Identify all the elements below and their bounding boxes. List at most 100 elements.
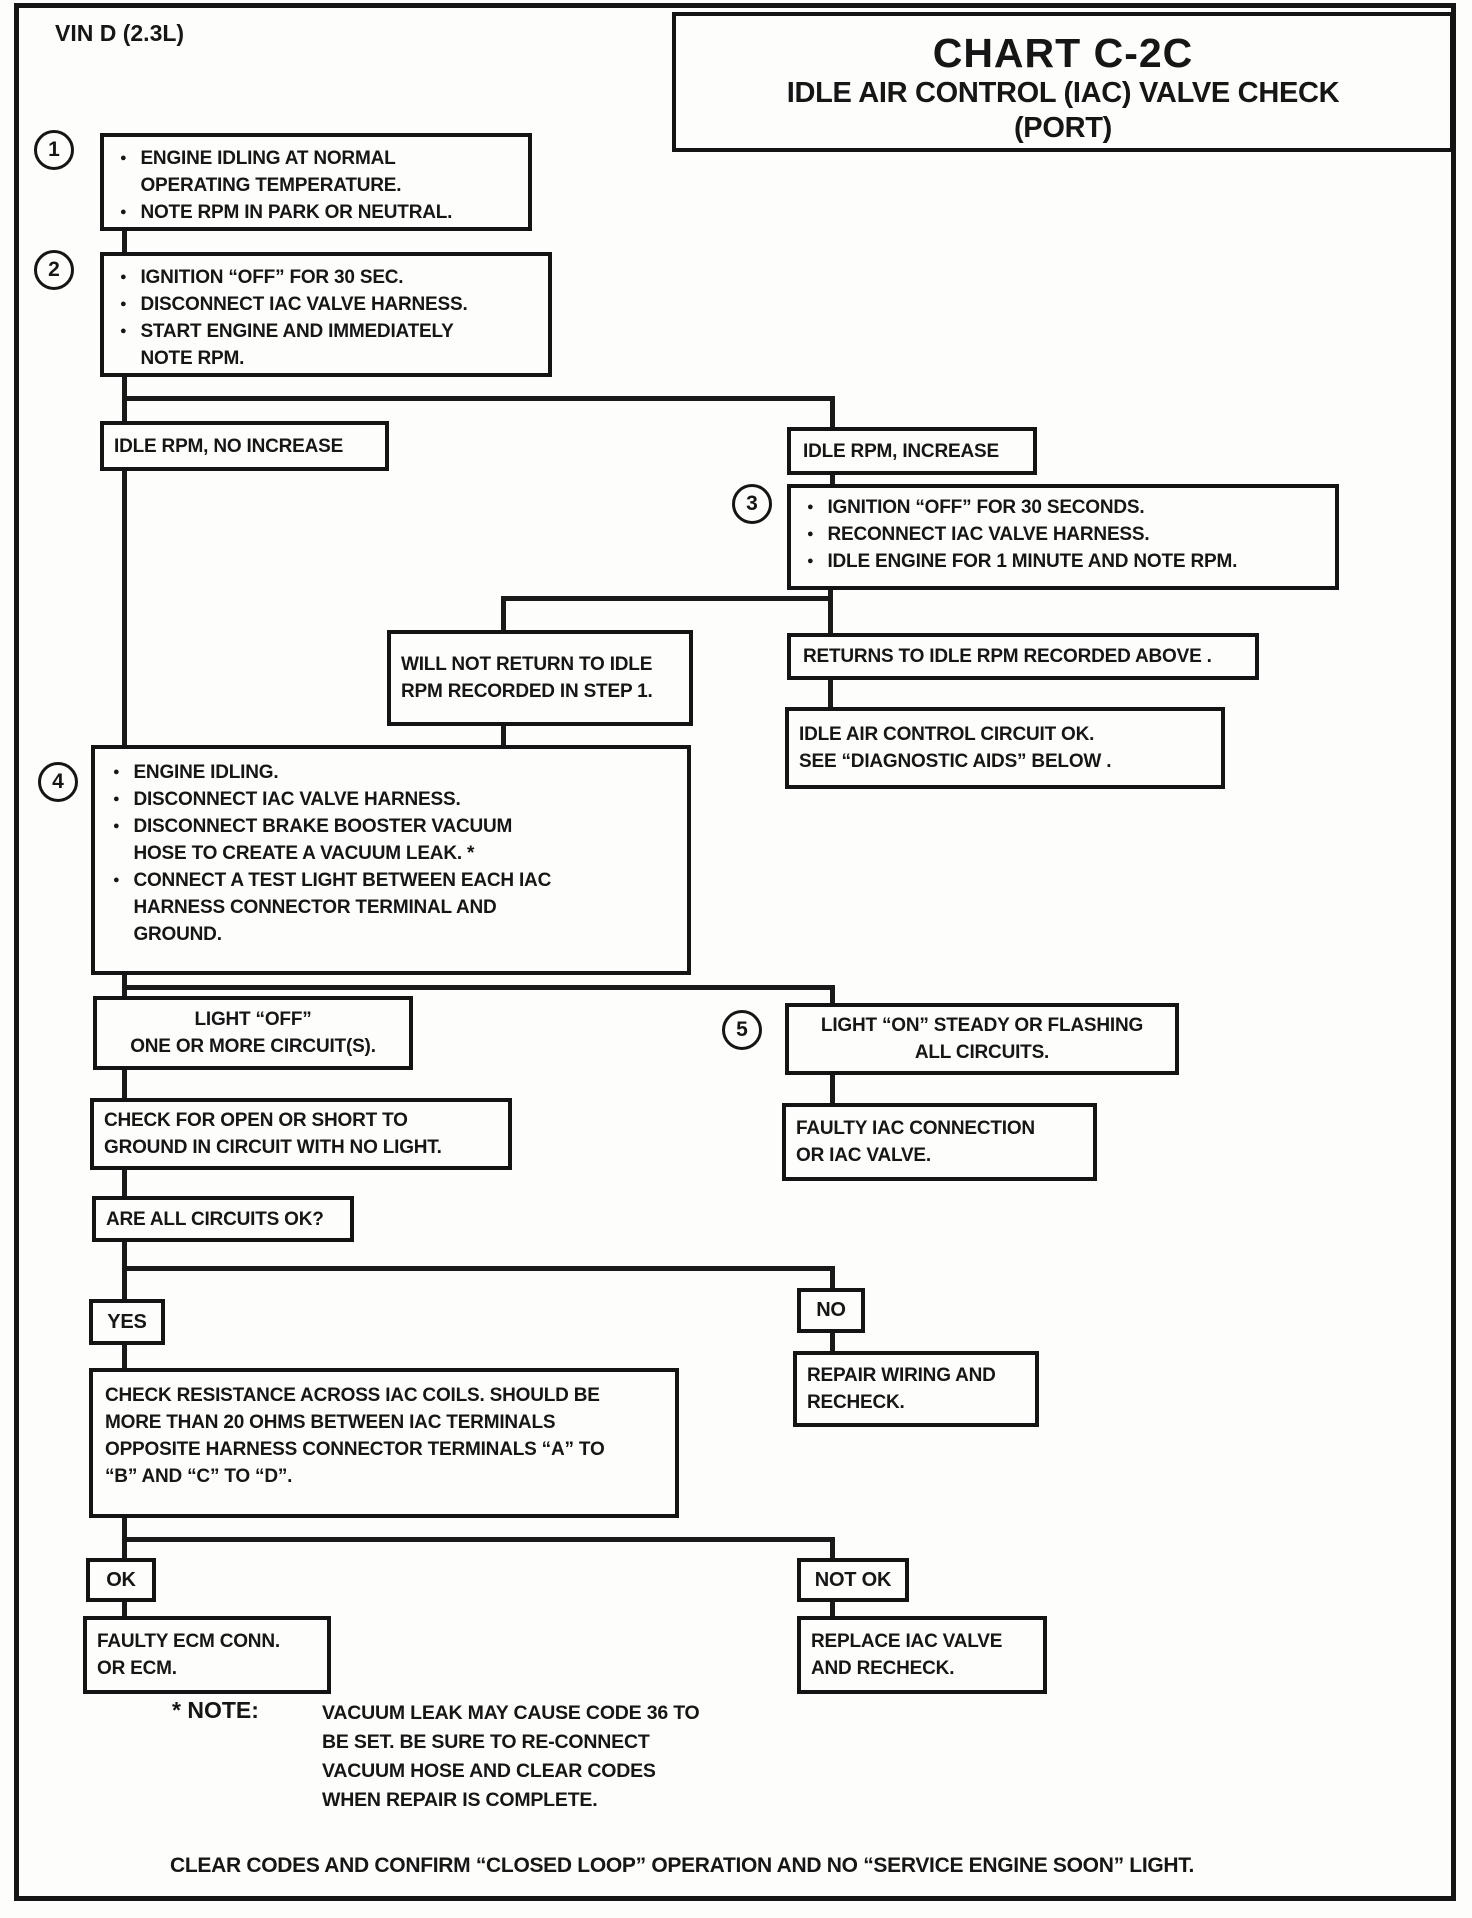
connector	[830, 1600, 835, 1618]
connector	[828, 588, 833, 635]
box-will-not-return: WILL NOT RETURN TO IDLE RPM RECORDED IN …	[387, 630, 693, 726]
connector	[122, 1537, 835, 1542]
step2-bullet-text: IGNITION “OFF” FOR 30 SEC.	[140, 267, 404, 288]
step-circle-3: 3	[732, 484, 772, 524]
bullet-item: ● ENGINE IDLING.	[107, 759, 675, 786]
box-check-open-short: CHECK FOR OPEN OR SHORT TO GROUND IN CIR…	[90, 1098, 512, 1170]
connector	[830, 1537, 835, 1560]
step-circle-4: 4	[38, 762, 78, 802]
node-line: FAULTY ECM CONN.	[97, 1631, 280, 1652]
bullet-item: ● NOTE RPM IN PARK OR NEUTRAL.	[114, 199, 518, 226]
box-step4: ● ENGINE IDLING. ● DISCONNECT IAC VALVE …	[91, 745, 691, 975]
connector	[830, 985, 835, 1005]
connector	[122, 1537, 127, 1560]
chart-title-box: CHART C-2C IDLE AIR CONTROL (IAC) VALVE …	[672, 12, 1454, 152]
box-no: NO	[797, 1288, 865, 1333]
note-line: BE SET. BE SURE TO RE-CONNECT	[322, 1731, 650, 1753]
node-line: ALL CIRCUITS.	[914, 1042, 1050, 1063]
chart-subtitle: IDLE AIR CONTROL (IAC) VALVE CHECK	[786, 77, 1340, 109]
node-line: REPLACE IAC VALVE	[811, 1631, 1003, 1652]
box-faulty-iac: FAULTY IAC CONNECTION OR IAC VALVE.	[782, 1103, 1097, 1181]
step4-bullet-text: CONNECT A TEST LIGHT BETWEEN EACH IAC HA…	[133, 870, 552, 945]
node-line: SEE “DIAGNOSTIC AIDS” BELOW .	[799, 751, 1112, 772]
bullet-icon: ●	[120, 298, 127, 310]
chart-title: CHART C-2C	[932, 30, 1194, 76]
note-label: * NOTE:	[172, 1697, 259, 1723]
bullet-icon: ●	[120, 271, 127, 283]
note-line: WHEN REPAIR IS COMPLETE.	[322, 1789, 598, 1811]
footer-instruction: CLEAR CODES AND CONFIRM “CLOSED LOOP” OP…	[170, 1854, 1195, 1877]
bullet-item: ● ENGINE IDLING AT NORMAL OPERATING TEMP…	[114, 145, 518, 199]
node-line: REPAIR WIRING AND	[807, 1365, 996, 1386]
step2-bullet-text: START ENGINE AND IMMEDIATELY NOTE RPM.	[140, 321, 454, 369]
node-line: WILL NOT RETURN TO IDLE	[401, 654, 653, 675]
note-line: VACUUM LEAK MAY CAUSE CODE 36 TO	[322, 1702, 700, 1724]
connector	[122, 1343, 127, 1370]
box-repair-wiring: REPAIR WIRING AND RECHECK.	[793, 1351, 1039, 1427]
node-line: CHECK RESISTANCE ACROSS IAC COILS. SHOUL…	[105, 1385, 600, 1406]
connector	[122, 1516, 127, 1542]
connector	[122, 1240, 127, 1271]
step-circle-5: 5	[722, 1010, 762, 1050]
connector	[828, 678, 833, 709]
bullet-icon: ●	[113, 766, 120, 778]
connector	[830, 396, 835, 429]
node-line: OPPOSITE HARNESS CONNECTOR TERMINALS “A”…	[105, 1439, 605, 1460]
node-line: FAULTY IAC CONNECTION	[796, 1118, 1035, 1139]
bullet-item: ● RECONNECT IAC VALVE HARNESS.	[801, 521, 1325, 548]
step4-bullet-text: DISCONNECT BRAKE BOOSTER VACUUM HOSE TO …	[133, 816, 513, 864]
box-circuit-ok: IDLE AIR CONTROL CIRCUIT OK. SEE “DIAGNO…	[785, 707, 1225, 789]
box-yes: YES	[89, 1299, 165, 1345]
box-ok: OK	[86, 1558, 156, 1602]
step-circle-2: 2	[34, 250, 74, 290]
step1-bullet-text: NOTE RPM IN PARK OR NEUTRAL.	[140, 202, 453, 223]
box-idle-rpm-increase: IDLE RPM, INCREASE	[787, 427, 1037, 475]
node-line: LIGHT “ON” STEADY OR FLASHING	[820, 1015, 1144, 1036]
node-line: GROUND IN CIRCUIT WITH NO LIGHT.	[104, 1137, 442, 1158]
step3-bullet-text: IGNITION “OFF” FOR 30 SECONDS.	[827, 497, 1145, 518]
node-line: “B” AND “C” TO “D”.	[105, 1466, 293, 1487]
step-circle-1: 1	[34, 130, 74, 170]
connector	[122, 228, 127, 252]
connector	[122, 1266, 835, 1271]
bullet-icon: ●	[120, 152, 127, 164]
box-not-ok: NOT OK	[797, 1558, 909, 1602]
connector	[830, 1331, 835, 1353]
bullet-item: ● IDLE ENGINE FOR 1 MINUTE AND NOTE RPM.	[801, 548, 1325, 575]
bullet-icon: ●	[120, 206, 127, 218]
bullet-icon: ●	[807, 555, 814, 567]
step3-bullet-text: IDLE ENGINE FOR 1 MINUTE AND NOTE RPM.	[827, 551, 1238, 572]
bullet-item: ● DISCONNECT IAC VALVE HARNESS.	[114, 291, 538, 318]
box-light-off: LIGHT “OFF” ONE OR MORE CIRCUIT(S).	[93, 996, 413, 1070]
node-line: ONE OR MORE CIRCUIT(S).	[130, 1036, 376, 1057]
connector	[122, 985, 835, 990]
box-check-resistance: CHECK RESISTANCE ACROSS IAC COILS. SHOUL…	[89, 1368, 679, 1518]
connector	[122, 377, 127, 745]
node-line: RECHECK.	[807, 1392, 905, 1413]
connector	[122, 396, 835, 401]
connector	[122, 1168, 127, 1198]
node-line: IDLE AIR CONTROL CIRCUIT OK.	[799, 724, 1095, 745]
connector	[830, 1266, 835, 1290]
bullet-icon: ●	[120, 325, 127, 337]
connector	[122, 1068, 127, 1100]
bullet-icon: ●	[807, 501, 814, 513]
box-idle-rpm-no-increase: IDLE RPM, NO INCREASE	[100, 421, 389, 471]
connector	[830, 473, 835, 486]
bullet-item: ● IGNITION “OFF” FOR 30 SEC.	[114, 264, 538, 291]
node-line: MORE THAN 20 OHMS BETWEEN IAC TERMINALS	[105, 1412, 556, 1433]
step4-bullet-text: ENGINE IDLING.	[133, 762, 279, 783]
box-step3: ● IGNITION “OFF” FOR 30 SECONDS. ● RECON…	[787, 484, 1339, 590]
connector	[122, 1600, 127, 1618]
bullet-item: ● IGNITION “OFF” FOR 30 SECONDS.	[801, 494, 1325, 521]
bullet-item: ● START ENGINE AND IMMEDIATELY NOTE RPM.	[114, 318, 538, 372]
node-line: RPM RECORDED IN STEP 1.	[401, 681, 653, 702]
connector	[501, 596, 831, 601]
node-line: OR IAC VALVE.	[796, 1145, 931, 1166]
step2-bullet-text: DISCONNECT IAC VALVE HARNESS.	[140, 294, 468, 315]
page-border	[14, 3, 1456, 1901]
bullet-icon: ●	[113, 874, 120, 886]
bullet-item: ● DISCONNECT BRAKE BOOSTER VACUUM HOSE T…	[107, 813, 675, 867]
connector	[830, 1073, 835, 1105]
